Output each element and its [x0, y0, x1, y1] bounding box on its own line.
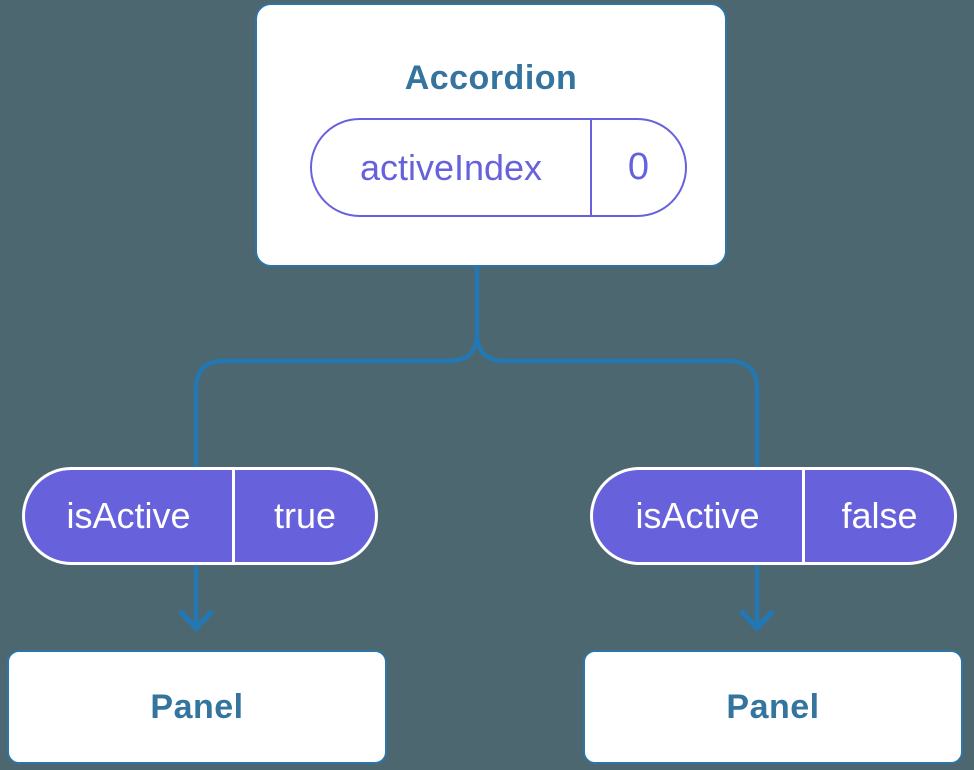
- state-pill-activeindex: activeIndex 0: [310, 118, 687, 217]
- arrow-down-right-icon: [738, 609, 776, 633]
- prop-pill-isactive-true: isActive true: [22, 467, 378, 565]
- state-pill-label: activeIndex: [359, 146, 543, 188]
- prop-pill-isactive-false: isActive false: [590, 467, 957, 565]
- panel-title: Panel: [150, 687, 244, 726]
- prop-pill-value: true: [232, 470, 375, 562]
- accordion-title: Accordion: [404, 58, 578, 97]
- panel-component-card-right: Panel: [583, 650, 963, 764]
- accordion-component-card: Accordion activeIndex 0: [255, 3, 727, 267]
- panel-component-card-left: Panel: [7, 650, 387, 764]
- prop-pill-value: false: [802, 470, 954, 562]
- panel-title: Panel: [726, 687, 820, 726]
- prop-pill-label: isActive: [66, 495, 191, 536]
- prop-pill-label: isActive: [635, 495, 760, 536]
- connector-left-branch: [193, 265, 480, 626]
- state-pill-value: 0: [590, 120, 685, 215]
- arrow-down-left-icon: [177, 609, 215, 633]
- connector-right-branch: [474, 332, 760, 626]
